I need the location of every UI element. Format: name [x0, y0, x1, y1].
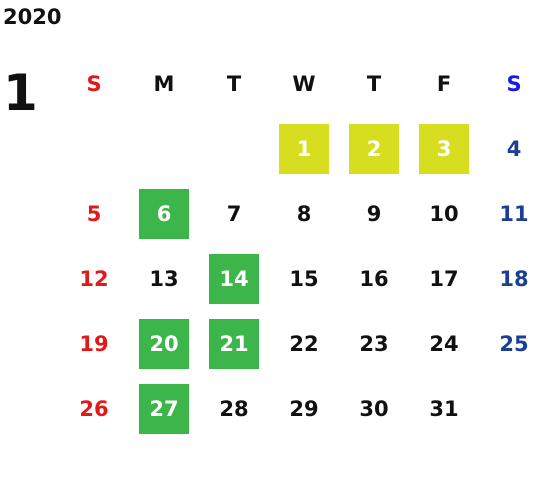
- day-cell[interactable]: 8: [296, 202, 312, 226]
- day-cell[interactable]: 12: [79, 267, 109, 291]
- weekday-header-row: S M T W T F S: [69, 59, 548, 109]
- day-cell[interactable]: 26: [79, 397, 109, 421]
- weekday-header-sun: S: [86, 72, 102, 96]
- day-cell[interactable]: 3: [419, 124, 469, 174]
- empty-day-cell: [209, 124, 259, 174]
- day-cell[interactable]: 5: [86, 202, 102, 226]
- day-cell[interactable]: 20: [139, 319, 189, 369]
- empty-day-cell: [69, 124, 119, 174]
- weekday-header-sat: S: [506, 72, 522, 96]
- day-cell[interactable]: 15: [289, 267, 319, 291]
- day-cell[interactable]: 30: [359, 397, 389, 421]
- day-cell[interactable]: 7: [226, 202, 242, 226]
- year-label: 2020: [3, 5, 62, 29]
- weekday-header-thu: T: [366, 72, 382, 96]
- day-cell[interactable]: 2: [349, 124, 399, 174]
- day-cell[interactable]: 23: [359, 332, 389, 356]
- day-cell[interactable]: 19: [79, 332, 109, 356]
- day-cell[interactable]: 18: [499, 267, 529, 291]
- weekday-header-fri: F: [436, 72, 452, 96]
- day-cell[interactable]: 17: [429, 267, 459, 291]
- day-cell[interactable]: 9: [366, 202, 382, 226]
- week-row: 12 13 14 15 16 17 18: [69, 254, 548, 304]
- day-cell[interactable]: 13: [149, 267, 179, 291]
- empty-day-cell: [139, 124, 189, 174]
- weekday-header-wed: W: [292, 72, 316, 96]
- day-cell[interactable]: 25: [499, 332, 529, 356]
- day-cell[interactable]: 29: [289, 397, 319, 421]
- weekday-header-tue: T: [226, 72, 242, 96]
- day-cell[interactable]: 1: [279, 124, 329, 174]
- week-row: 5 6 7 8 9 10 11: [69, 189, 548, 239]
- day-cell[interactable]: 14: [209, 254, 259, 304]
- week-row: 19 20 21 22 23 24 25: [69, 319, 548, 369]
- day-cell[interactable]: 31: [429, 397, 459, 421]
- day-cell[interactable]: 10: [429, 202, 459, 226]
- week-row: 26 27 28 29 30 31: [69, 384, 548, 434]
- empty-day-cell: [489, 384, 539, 434]
- day-cell[interactable]: 22: [289, 332, 319, 356]
- day-cell[interactable]: 27: [139, 384, 189, 434]
- day-cell[interactable]: 4: [506, 137, 522, 161]
- day-cell[interactable]: 16: [359, 267, 389, 291]
- day-cell[interactable]: 6: [139, 189, 189, 239]
- day-cell[interactable]: 28: [219, 397, 249, 421]
- day-cell[interactable]: 11: [499, 202, 529, 226]
- day-cell[interactable]: 24: [429, 332, 459, 356]
- weekday-header-mon: M: [153, 72, 175, 96]
- month-label: 1: [3, 64, 38, 122]
- day-cell[interactable]: 21: [209, 319, 259, 369]
